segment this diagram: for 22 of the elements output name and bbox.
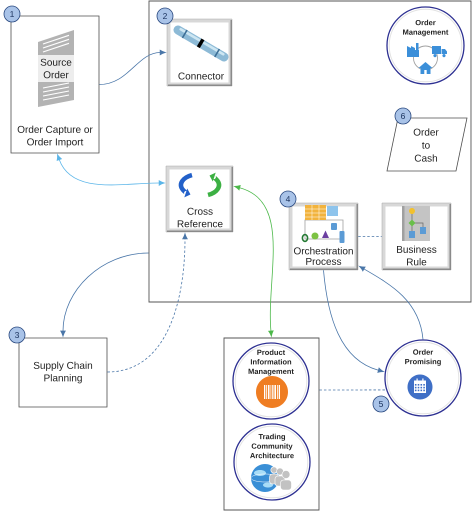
callout-number: 5 (372, 396, 390, 412)
callout-number: 4 (280, 190, 296, 208)
dashed-arrow (107, 233, 188, 372)
arrow (99, 50, 166, 85)
callout-number: 2 (156, 8, 174, 24)
arrow (359, 266, 424, 340)
process-box: Cross Reference (166, 166, 234, 232)
process-box: Supply Chain Planning (18, 338, 108, 408)
arrow (323, 270, 384, 373)
group-box (224, 338, 320, 510)
group-box (148, 0, 472, 302)
callout-number: 3 (8, 326, 26, 344)
node-label: Source Order (40, 58, 72, 78)
data-parallelogram: Order to Cash (386, 118, 468, 172)
double-arrow (56, 154, 165, 186)
callout-number: 1 (4, 6, 20, 22)
double-arrow (234, 185, 274, 336)
arrow (60, 252, 149, 337)
process-box: Source Order Order Capture or Order Import (10, 16, 100, 154)
callout-number: 6 (394, 108, 412, 124)
dashed-connector-line (358, 236, 382, 237)
node-label: Order Capture or Order Import (18, 126, 93, 148)
